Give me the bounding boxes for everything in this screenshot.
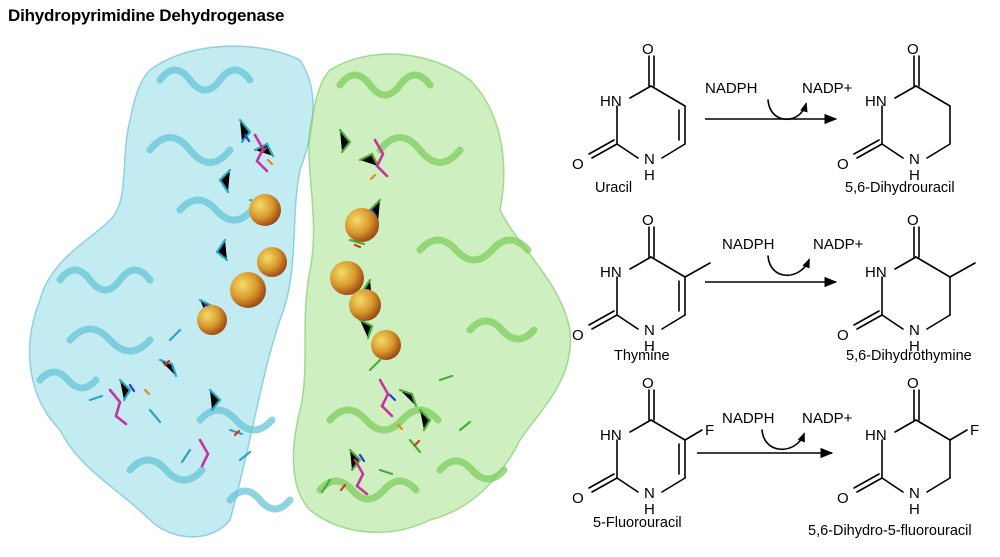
cofactor-out-label: NADP+ xyxy=(813,236,864,253)
atom-label: N xyxy=(644,322,655,339)
atom-label: O xyxy=(837,156,849,173)
substrate-name: Uracil xyxy=(595,180,632,196)
thymine-structure: O HN O N H xyxy=(572,212,711,355)
substrate-name: Thymine xyxy=(614,348,670,364)
atom-label: N xyxy=(909,485,920,502)
atom-label: H xyxy=(644,501,655,518)
fluorouracil-structure: O HN O N H F xyxy=(572,375,714,518)
cofactor-sticks xyxy=(108,133,394,496)
atom-label: O xyxy=(572,156,584,173)
atom-label: H xyxy=(644,338,655,355)
reaction-row-3: O HN O N H F 5-Fluorouracil NADPH NADP+ … xyxy=(572,375,979,539)
atom-label: O xyxy=(907,41,919,58)
cofactor-out-label: NADP+ xyxy=(802,410,853,427)
atom-label: HN xyxy=(865,264,887,281)
uracil-structure: O HN O N H xyxy=(572,41,686,184)
atom-label: N xyxy=(644,151,655,168)
reaction-row-2: O HN O N H Thymine NADPH NADP+ O HN O N … xyxy=(572,212,976,364)
figure-title: Dihydropyrimidine Dehydrogenase xyxy=(8,6,285,25)
atom-label: N xyxy=(644,485,655,502)
atom-label: HN xyxy=(600,93,622,110)
protein-structure-illustration xyxy=(28,45,572,538)
subunit-b-ribbon xyxy=(292,53,572,534)
cofactor-out-label: NADP+ xyxy=(802,80,853,97)
reaction-schemes: O HN O N H Uracil NADPH NADP+ O HN O N H… xyxy=(572,41,979,539)
atom-label: HN xyxy=(865,93,887,110)
atom-label: H xyxy=(909,167,920,184)
atom-label: H xyxy=(909,501,920,518)
cofactor-curved-arrow xyxy=(767,255,810,277)
reaction-row-1: O HN O N H Uracil NADPH NADP+ O HN O N H… xyxy=(572,41,955,196)
atom-label: O xyxy=(837,327,849,344)
substrate-name: 5-Fluorouracil xyxy=(593,515,682,531)
atom-label: O xyxy=(572,327,584,344)
atom-label: O xyxy=(837,490,849,507)
atom-label: H xyxy=(909,338,920,355)
atom-label: O xyxy=(642,41,654,58)
cofactor-in-label: NADPH xyxy=(722,236,775,253)
atom-label: F xyxy=(705,422,714,439)
product-name: 5,6-Dihydrouracil xyxy=(845,180,955,196)
iron-sulfur-clusters xyxy=(197,194,401,360)
cofactor-curved-arrow xyxy=(767,99,808,121)
dihydrouracil-structure: O HN O N H xyxy=(837,41,951,184)
product-name: 5,6-Dihydrothymine xyxy=(846,348,972,364)
cofactor-curved-arrow xyxy=(761,429,805,451)
atom-label: O xyxy=(642,375,654,392)
atom-label: H xyxy=(644,167,655,184)
cofactor-in-label: NADPH xyxy=(722,410,775,427)
atom-label: O xyxy=(907,375,919,392)
atom-label: HN xyxy=(600,427,622,444)
atom-label: N xyxy=(909,322,920,339)
cofactor-in-label: NADPH xyxy=(705,80,758,97)
subunit-a-helices xyxy=(36,66,294,513)
subunit-a-ribbon xyxy=(28,45,314,538)
atom-label: N xyxy=(909,151,920,168)
atom-label: O xyxy=(642,212,654,229)
dihydrothymine-structure: O HN O N H xyxy=(837,212,976,355)
atom-label: F xyxy=(970,422,979,439)
atom-label: HN xyxy=(600,264,622,281)
atom-label: O xyxy=(572,490,584,507)
atom-label: O xyxy=(907,212,919,229)
dihydrofluorouracil-structure: O HN O N H F xyxy=(837,375,979,518)
atom-label: HN xyxy=(865,427,887,444)
product-name: 5,6-Dihydro-5-fluorouracil xyxy=(808,523,972,539)
